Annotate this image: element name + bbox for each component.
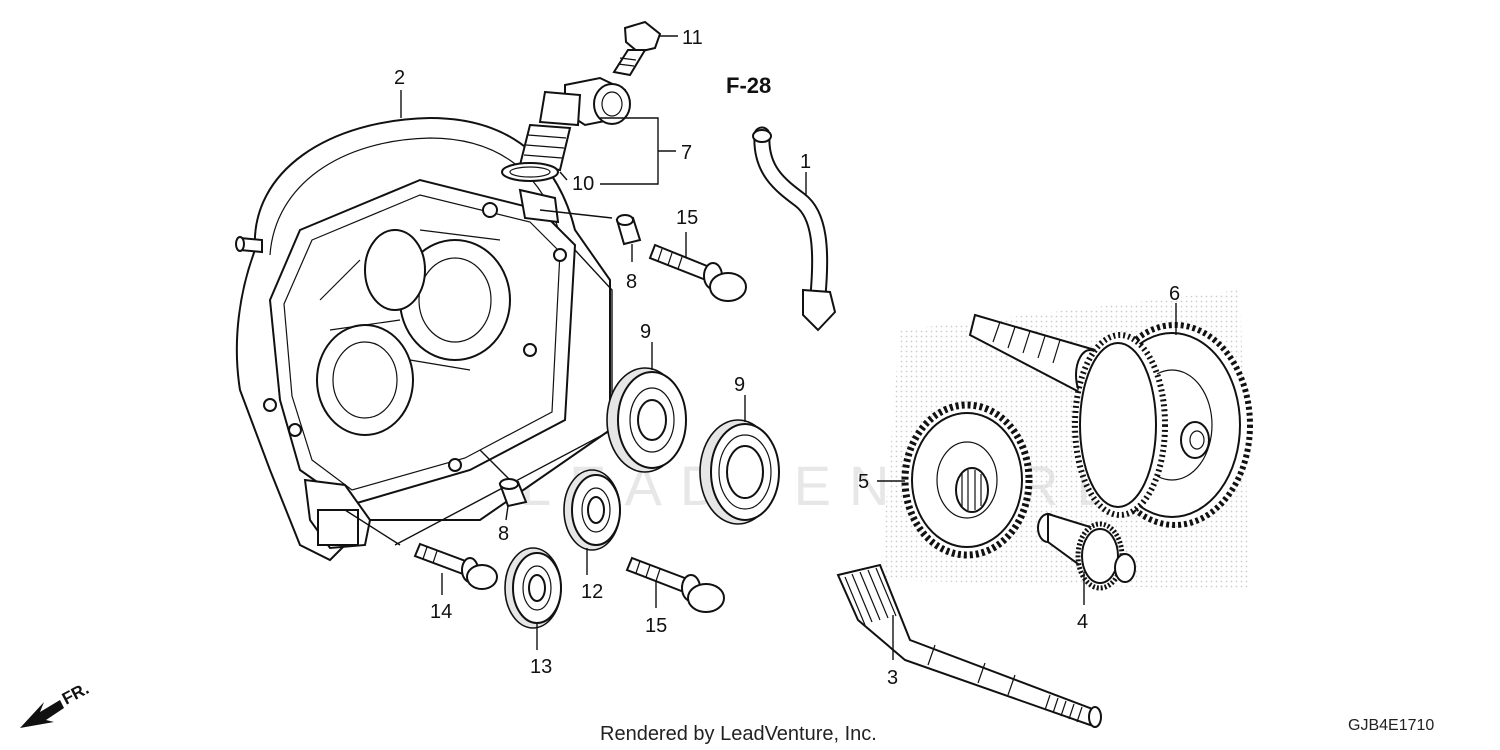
reference-f28[interactable]: F-28 bbox=[726, 73, 771, 98]
callout-labels: 11 2 7 10 1 15 8 9 9 6 5 8 12 13 14 15 3… bbox=[394, 27, 1180, 689]
callout-9-upper: 12 bbox=[581, 581, 603, 603]
drive-shaft-3[interactable] bbox=[836, 563, 1102, 728]
callout-2: 2 bbox=[394, 67, 405, 89]
bearing-10[interactable] bbox=[606, 367, 687, 473]
dowel-pin-8-upper[interactable] bbox=[615, 214, 642, 246]
countershaft-gear-6[interactable] bbox=[968, 313, 1253, 528]
dowel-pin-8-lower[interactable] bbox=[498, 478, 528, 508]
front-direction-label: FR. bbox=[59, 679, 92, 709]
callout-10: 9 bbox=[640, 321, 651, 343]
gear-5[interactable] bbox=[901, 401, 1033, 559]
bearing-9-lower[interactable] bbox=[504, 547, 562, 629]
callout-15-lower: 15 bbox=[645, 615, 667, 637]
callout-15-upper: 15 bbox=[676, 207, 698, 229]
callout-13: 11 bbox=[682, 27, 703, 49]
flange-bolt-15-upper[interactable] bbox=[648, 243, 747, 302]
callout-12: 10 bbox=[572, 173, 594, 195]
callout-11: 9 bbox=[734, 374, 745, 396]
callout-1: 1 bbox=[800, 151, 811, 173]
bearing-9-upper[interactable] bbox=[563, 469, 621, 551]
footer-credit: Rendered by LeadVenture, Inc. bbox=[600, 723, 877, 745]
front-direction-arrow-icon bbox=[20, 700, 64, 728]
callout-9-lower: 13 bbox=[530, 656, 552, 678]
diagram-code: GJB4E1710 bbox=[1348, 717, 1434, 734]
callout-8-lower: 8 bbox=[498, 523, 509, 545]
callout-7: 7 bbox=[681, 142, 692, 164]
callout-8-upper: 8 bbox=[626, 271, 637, 293]
bolt-13[interactable] bbox=[612, 20, 662, 77]
callout-6: 6 bbox=[1169, 283, 1180, 305]
callout-4: 4 bbox=[1077, 611, 1088, 633]
speed-sensor-7[interactable] bbox=[518, 76, 631, 172]
breather-tube-1[interactable] bbox=[752, 126, 837, 332]
o-ring-12[interactable] bbox=[501, 162, 559, 182]
callout-14: 14 bbox=[430, 601, 452, 623]
leader-lines bbox=[400, 35, 1177, 660]
bolt-14[interactable] bbox=[413, 542, 498, 590]
transmission-cover[interactable] bbox=[235, 116, 611, 562]
pinion-gear-4[interactable] bbox=[1037, 512, 1136, 591]
callout-3: 3 bbox=[887, 667, 898, 689]
flange-bolt-15-lower[interactable] bbox=[625, 556, 725, 613]
callout-5: 5 bbox=[858, 471, 869, 493]
oil-seal-11[interactable] bbox=[699, 419, 780, 525]
